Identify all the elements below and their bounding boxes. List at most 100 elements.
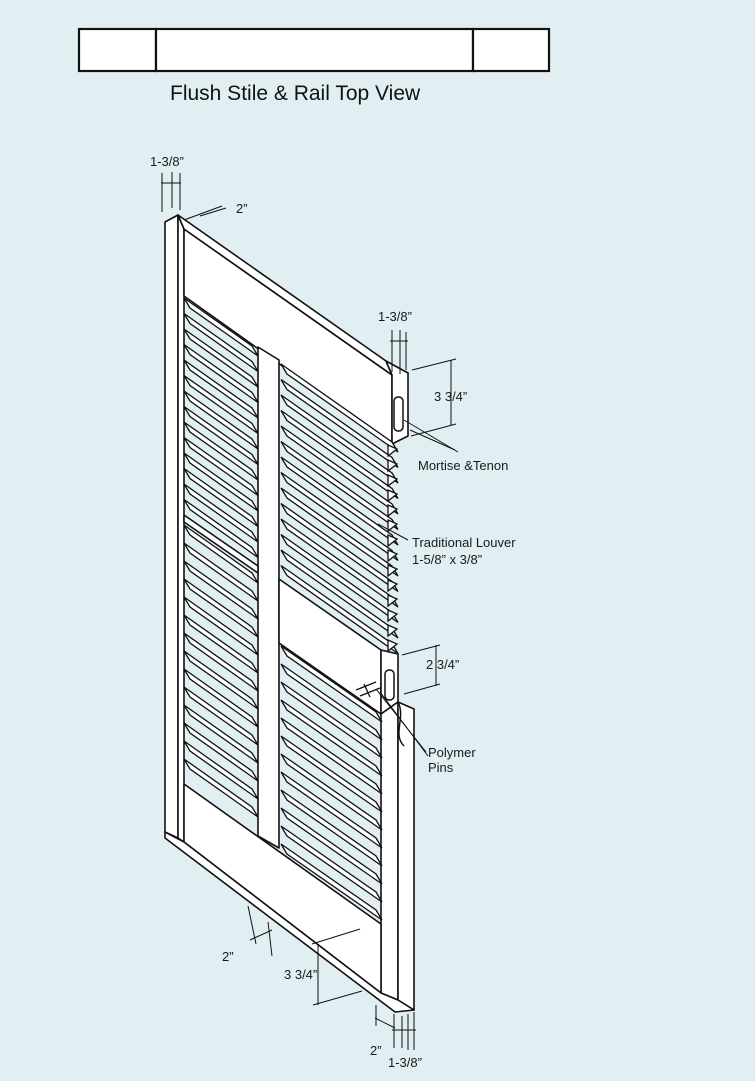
top-mortise-slot [393, 396, 404, 432]
polymer-pin-wave [397, 701, 405, 747]
center-stile [257, 346, 280, 849]
louver-slat [183, 668, 259, 728]
louver-slat [183, 312, 259, 373]
top-view-right-stile [471, 27, 551, 73]
louver-slat [183, 578, 259, 638]
louver-tip [387, 608, 399, 623]
louver-slat [280, 440, 399, 531]
louver-slat [183, 483, 259, 543]
mid-rail-left [183, 514, 259, 574]
louver-tip [387, 548, 399, 563]
dim-bottom-stile-thickness: 1-3/8” [388, 1055, 422, 1070]
louver-slat [280, 456, 399, 546]
louver-slat [280, 717, 383, 795]
left-stile-front [177, 214, 185, 843]
louver-slat [183, 390, 259, 450]
louver-slat [280, 363, 399, 453]
dim-top-stile-width: 2” [236, 201, 248, 216]
louver-tip [387, 563, 399, 578]
louver-tip [387, 593, 399, 608]
dim-top-stile-thickness: 1-3/8” [150, 154, 184, 169]
louver-slat [280, 645, 383, 723]
louver-slat [280, 471, 399, 562]
louver-slat [280, 843, 383, 921]
louver-slat [280, 425, 399, 515]
right-stile-side [397, 701, 415, 1011]
callout-pins-line1: Polymer [428, 745, 476, 760]
top-view [77, 27, 551, 73]
louver-tip [387, 623, 399, 638]
louver-slat [280, 789, 383, 867]
louver-tip [387, 503, 399, 518]
louver-slat [183, 596, 259, 656]
louver-slat [183, 405, 259, 466]
louver-slat [280, 699, 383, 777]
dim-bottom-stile-width: 2” [222, 949, 234, 964]
louver-slat [183, 359, 259, 419]
louver-slat [183, 524, 259, 584]
louver-tip [387, 638, 399, 653]
louver-slat [280, 487, 399, 577]
dim-bottom-stile-width-2: 2” [370, 1043, 382, 1058]
shutter-body [164, 214, 415, 1013]
louver-tip [387, 488, 399, 503]
louver-slat [280, 735, 383, 813]
louver-tip [387, 578, 399, 593]
louver-slat [280, 564, 399, 655]
louver-slat [183, 614, 259, 674]
top-view-left-stile [77, 27, 158, 73]
louver-tip [387, 458, 399, 473]
louver-slat [183, 436, 259, 497]
louver-slat [183, 297, 259, 357]
louver-slat [183, 467, 259, 528]
louver-slat [183, 758, 259, 818]
dim-rail-thickness: 1-3/8” [378, 309, 412, 324]
bottom-rail [183, 783, 382, 994]
louver-slat [183, 328, 259, 388]
bottom-edge [164, 831, 415, 1013]
louver-slat [183, 343, 259, 404]
louver-slat [183, 650, 259, 710]
louver-slat [183, 498, 259, 559]
louver-slat [280, 807, 383, 885]
dim-mid-rail-height: 2 3/4” [426, 657, 459, 672]
louver-slat [183, 374, 259, 435]
top-view-center-panel [154, 27, 475, 73]
callout-mortise: Mortise &Tenon [418, 458, 508, 473]
louver-slat [280, 518, 399, 608]
louver-slat [183, 686, 259, 746]
louver-tip [387, 473, 399, 488]
louver-slat [183, 542, 259, 602]
dimension-lines [161, 172, 459, 1050]
louver-slat [280, 409, 399, 500]
louver-tip [387, 533, 399, 548]
louver-slat [183, 632, 259, 692]
mid-mortise-slot [384, 669, 395, 701]
louver-slat [280, 663, 383, 741]
louver-slat [183, 704, 259, 764]
callout-louver-name: Traditional Louver [412, 535, 516, 550]
louver-slat [280, 533, 399, 624]
louver-tip [387, 518, 399, 533]
callout-louver-size: 1-5/8” x 3/8” [412, 552, 482, 567]
louver-slat [183, 560, 259, 620]
louver-tip [387, 443, 399, 458]
louver-slat [280, 681, 383, 759]
louver-slat [280, 502, 399, 593]
labels: 1-3/8” 2” 1-3/8” 3 3/4” Mortise &Tenon T… [150, 154, 516, 1070]
louver-slat [280, 825, 383, 903]
dim-bottom-rail-height: 3 3/4” [284, 967, 317, 982]
louver-group [183, 297, 399, 921]
louver-slat [280, 378, 399, 469]
left-stile-side [164, 214, 179, 839]
louver-slat [183, 722, 259, 782]
louver-slat [280, 394, 399, 484]
louver-slat [280, 771, 383, 849]
louver-slat [183, 740, 259, 800]
louver-slat [280, 753, 383, 831]
louver-slat [183, 421, 259, 481]
top-view-title: Flush Stile & Rail Top View [170, 82, 421, 105]
callout-pins-line2: Pins [428, 760, 454, 775]
louver-slat [280, 549, 399, 639]
